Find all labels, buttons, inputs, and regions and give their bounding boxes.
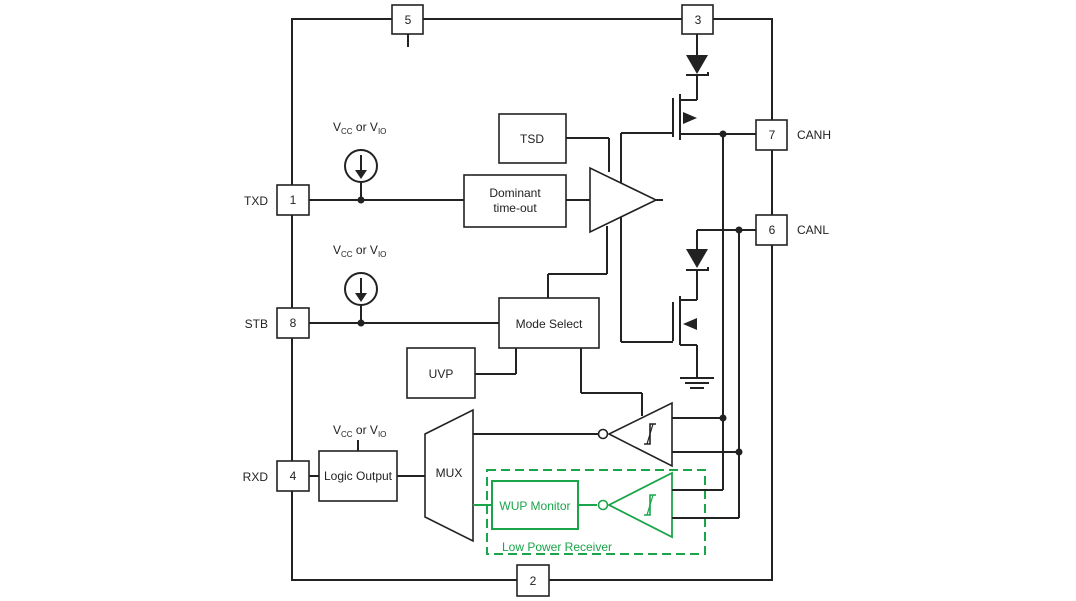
transistor-arrow-icon xyxy=(683,112,697,124)
pin-7-number: 7 xyxy=(769,128,776,142)
supply-label-txd: VCC or VIO xyxy=(333,120,386,136)
mux-label: MUX xyxy=(436,466,463,480)
low-power-receiver-label: Low Power Receiver xyxy=(502,540,612,554)
txd-label: TXD xyxy=(244,194,268,208)
wires xyxy=(309,33,756,518)
pin-3-box xyxy=(681,4,714,35)
diode-icon xyxy=(686,249,709,271)
pin-4-box xyxy=(276,460,310,492)
receiver-comparator xyxy=(597,401,673,468)
current-source-icon xyxy=(344,149,378,183)
wup-monitor-label: WUP Monitor xyxy=(499,499,570,513)
pin-5-box xyxy=(391,4,424,35)
uvp-label: UVP xyxy=(429,367,454,381)
canl-label: CANL xyxy=(797,223,829,237)
canh-label: CANH xyxy=(797,128,831,142)
pin-4-number: 4 xyxy=(290,469,297,483)
pin-2-number: 2 xyxy=(530,574,537,588)
junction-dots xyxy=(357,130,743,456)
pin-3-number: 3 xyxy=(695,13,702,27)
tsd-block xyxy=(498,113,567,164)
rxd-label: RXD xyxy=(243,470,269,484)
timeout-label: time-out xyxy=(493,201,537,215)
low-power-receiver-group xyxy=(473,469,739,555)
current-source-icon xyxy=(344,272,378,306)
driver-amplifier xyxy=(589,166,658,234)
pin-5-number: 5 xyxy=(405,13,412,27)
mode-select-label: Mode Select xyxy=(516,317,583,331)
pin-8-number: 8 xyxy=(290,316,297,330)
tsd-label: TSD xyxy=(520,132,544,146)
supply-label-logic: VCC or VIO xyxy=(333,423,386,439)
logic-output-block xyxy=(318,450,398,502)
pin-6-box xyxy=(755,214,788,246)
transistor-arrow-icon xyxy=(683,318,697,330)
pin-8-box xyxy=(276,307,310,339)
dominant-label: Dominant xyxy=(489,186,541,200)
stb-label: STB xyxy=(245,317,268,331)
pin-1-box xyxy=(276,184,310,216)
pin-2-box xyxy=(516,564,550,597)
mode-select-block xyxy=(498,297,600,349)
supply-label-stb: VCC or VIO xyxy=(333,243,386,259)
pin-1-number: 1 xyxy=(290,193,297,207)
diode-icon xyxy=(686,55,709,76)
pin-7-box xyxy=(755,119,788,151)
logic-output-label: Logic Output xyxy=(324,469,393,483)
mux-block xyxy=(424,408,474,543)
dominant-timeout-block xyxy=(463,174,567,228)
uvp-block xyxy=(406,347,476,399)
pin-6-number: 6 xyxy=(769,223,776,237)
